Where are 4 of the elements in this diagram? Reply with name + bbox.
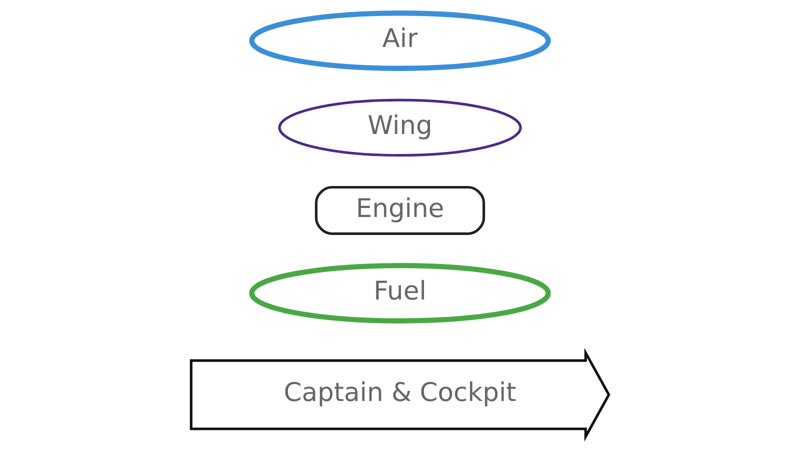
node-ellipse: Air bbox=[249, 10, 551, 71]
node-ellipse: Wing bbox=[278, 98, 522, 157]
node-ellipse: Fuel bbox=[249, 263, 551, 324]
node-box: Engine bbox=[314, 186, 486, 235]
